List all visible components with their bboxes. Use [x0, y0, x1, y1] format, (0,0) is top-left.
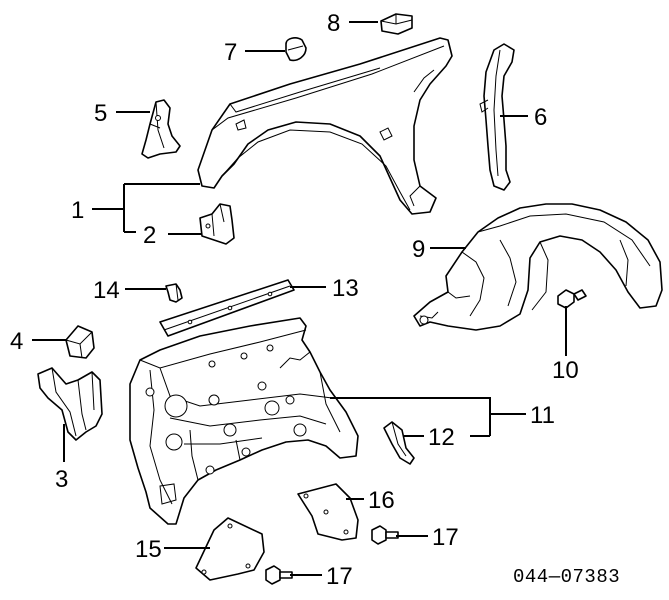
- callout-9: 9: [412, 236, 425, 263]
- part-9-fender-liner: [413, 203, 663, 331]
- callout-4: 4: [10, 328, 23, 355]
- part-2-bracket: [199, 203, 235, 245]
- part-13-strip: [159, 279, 295, 337]
- callout-7: 7: [224, 39, 237, 66]
- part-8-bumper-pad: [380, 13, 413, 35]
- callout-11: 11: [530, 402, 555, 429]
- callout-12: 12: [428, 424, 455, 451]
- part-15-plate: [195, 517, 265, 581]
- part-17-bolt-lower: [265, 565, 293, 585]
- callout-2: 2: [143, 222, 156, 249]
- fender-panel: [197, 37, 453, 215]
- part-4-block: [65, 325, 95, 359]
- callout-10: 10: [552, 357, 579, 384]
- leader-lines: [32, 21, 567, 576]
- part-11-apron: [129, 317, 359, 525]
- part-5-bracket: [141, 99, 181, 159]
- part-7-cushion: [285, 37, 307, 62]
- callout-6: 6: [534, 104, 547, 131]
- part-16-plate: [297, 483, 359, 541]
- part-6-seal: [479, 43, 515, 191]
- callout-17-lower: 17: [326, 563, 353, 590]
- callout-1: 1: [71, 197, 84, 224]
- callout-3: 3: [55, 466, 68, 493]
- callout-14: 14: [93, 277, 120, 304]
- callout-13: 13: [332, 275, 359, 302]
- catalog-number: 044—07383: [513, 566, 620, 588]
- part-12-clip: [383, 421, 415, 465]
- part-14-pin: [165, 283, 183, 303]
- part-10-clip: [557, 289, 587, 309]
- callout-5: 5: [94, 100, 107, 127]
- part-3-bracket: [37, 367, 103, 441]
- callout-17-upper: 17: [432, 524, 459, 551]
- callout-8: 8: [327, 10, 340, 37]
- callout-16: 16: [368, 487, 395, 514]
- part-17-bolt-upper: [371, 525, 399, 545]
- callout-15: 15: [135, 536, 162, 563]
